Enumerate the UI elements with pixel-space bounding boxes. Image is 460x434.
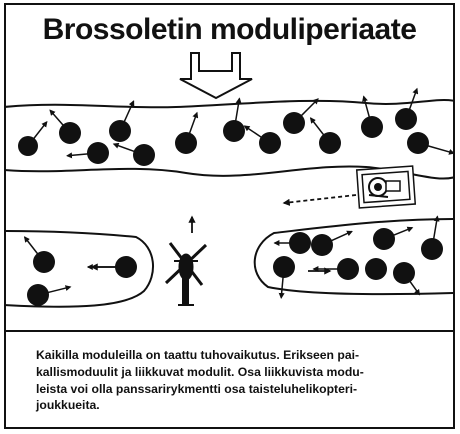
movement-arrow-icon xyxy=(50,110,63,125)
movement-arrow-icon xyxy=(410,281,420,294)
module-dot-icon xyxy=(373,228,412,250)
diagram-canvas xyxy=(6,5,453,327)
movement-arrow-icon xyxy=(48,287,71,293)
movement-arrow-icon xyxy=(189,113,197,134)
module-dot-icon xyxy=(245,126,281,154)
helicopter-icon xyxy=(166,243,206,305)
module-dot-icon xyxy=(365,258,387,280)
movement-arrow-icon xyxy=(25,237,38,254)
module-dot-icon xyxy=(407,132,453,154)
module-dot-icon xyxy=(421,217,443,260)
module-dot-icon xyxy=(114,144,155,166)
movement-arrow-icon xyxy=(311,118,324,135)
module-dot-icon xyxy=(275,232,311,254)
module-dot-icon xyxy=(67,142,109,164)
movement-arrow-icon xyxy=(34,122,47,139)
movement-arrow-icon xyxy=(67,154,88,156)
module-dot-icon xyxy=(25,237,55,273)
movement-arrow-icon xyxy=(236,99,240,122)
caption-text: Kaikilla moduleilla on taattu tuhovaikut… xyxy=(36,347,444,414)
figure-frame: Brossoletin moduliperiaate Kaikilla modu… xyxy=(4,3,455,429)
module-dot-icon xyxy=(283,99,318,134)
module-dot-icon xyxy=(395,89,417,130)
movement-arrow-icon xyxy=(284,195,356,203)
module-dot-icon xyxy=(18,122,47,156)
movement-arrow-icon xyxy=(331,231,352,240)
module-dot-icon xyxy=(314,258,359,280)
movement-arrow-icon xyxy=(364,97,370,118)
module-dot-icon xyxy=(311,118,341,154)
module-dot-icon xyxy=(27,284,70,306)
tank-icon xyxy=(357,166,416,208)
module-dot-icon xyxy=(175,113,197,154)
diagram-title: Brossoletin moduliperiaate xyxy=(6,15,453,45)
module-dot-icon xyxy=(393,262,419,295)
movement-arrow-icon xyxy=(409,89,417,110)
module-dot-icon xyxy=(311,231,352,256)
caption-divider xyxy=(6,330,453,332)
module-dot-icon xyxy=(50,110,81,144)
movement-arrow-icon xyxy=(428,146,453,153)
movement-arrow-icon xyxy=(114,144,135,152)
movement-arrow-icon xyxy=(245,126,262,137)
movement-arrow-icon xyxy=(124,101,133,122)
movement-arrow-icon xyxy=(393,228,412,236)
movement-arrow-icon xyxy=(281,277,283,298)
wide-arrow-icon xyxy=(180,53,252,98)
